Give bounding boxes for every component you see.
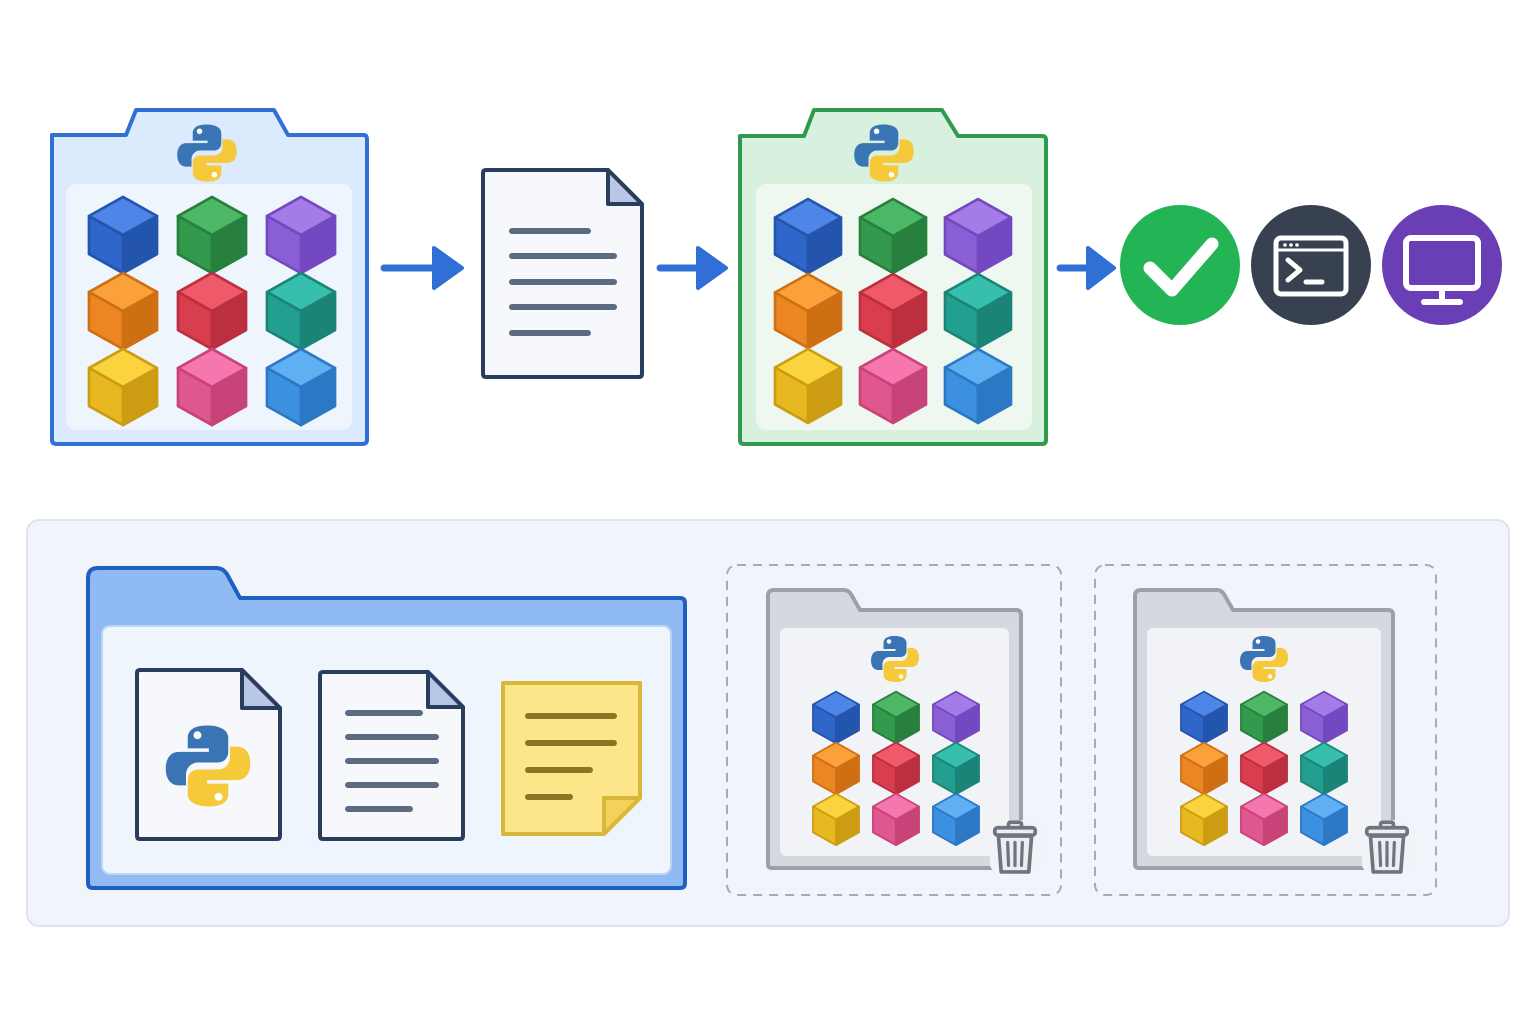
package-cube-icon bbox=[872, 792, 920, 847]
target-environment-card bbox=[738, 108, 1048, 446]
package-cube-icon bbox=[1300, 792, 1348, 847]
text-file-icon bbox=[318, 670, 465, 841]
requirements-document-icon bbox=[481, 168, 644, 379]
trash-icon[interactable] bbox=[992, 820, 1038, 874]
disposable-environment-2 bbox=[1094, 564, 1437, 896]
package-cube-icon bbox=[773, 197, 843, 275]
package-cube-icon bbox=[932, 690, 980, 745]
package-cube-icon bbox=[812, 690, 860, 745]
package-cube-icon bbox=[1180, 741, 1228, 796]
package-cube-icon bbox=[87, 347, 159, 427]
package-cube-icon bbox=[265, 195, 337, 275]
package-cube-icon bbox=[176, 347, 248, 427]
package-cube-icon bbox=[1180, 792, 1228, 847]
trash-icon[interactable] bbox=[1364, 820, 1410, 874]
package-cube-icon bbox=[943, 347, 1013, 425]
arrow-icon bbox=[1056, 246, 1116, 290]
arrow-icon bbox=[380, 246, 464, 290]
package-cube-icon bbox=[773, 347, 843, 425]
source-environment-card bbox=[50, 108, 369, 446]
arrow-icon bbox=[656, 246, 728, 290]
package-cube-icon bbox=[812, 741, 860, 796]
terminal-icon bbox=[1251, 205, 1371, 325]
package-cube-icon bbox=[932, 792, 980, 847]
package-cube-icon bbox=[858, 347, 928, 425]
sticky-note-icon bbox=[501, 681, 642, 836]
package-grid bbox=[87, 195, 337, 427]
monitor-icon bbox=[1382, 205, 1502, 325]
check-icon bbox=[1120, 205, 1240, 325]
package-cube-icon bbox=[1240, 792, 1288, 847]
package-grid bbox=[812, 690, 980, 847]
disposable-environment-1 bbox=[726, 564, 1062, 896]
package-cube-icon bbox=[265, 347, 337, 427]
package-grid bbox=[773, 197, 1013, 425]
package-cube-icon bbox=[176, 271, 248, 351]
package-cube-icon bbox=[943, 197, 1013, 275]
package-cube-icon bbox=[812, 792, 860, 847]
package-cube-icon bbox=[872, 690, 920, 745]
python-file-icon bbox=[135, 668, 282, 841]
package-grid bbox=[1180, 690, 1348, 847]
package-cube-icon bbox=[1180, 690, 1228, 745]
package-cube-icon bbox=[1240, 690, 1288, 745]
package-cube-icon bbox=[87, 271, 159, 351]
package-cube-icon bbox=[858, 197, 928, 275]
package-cube-icon bbox=[176, 195, 248, 275]
